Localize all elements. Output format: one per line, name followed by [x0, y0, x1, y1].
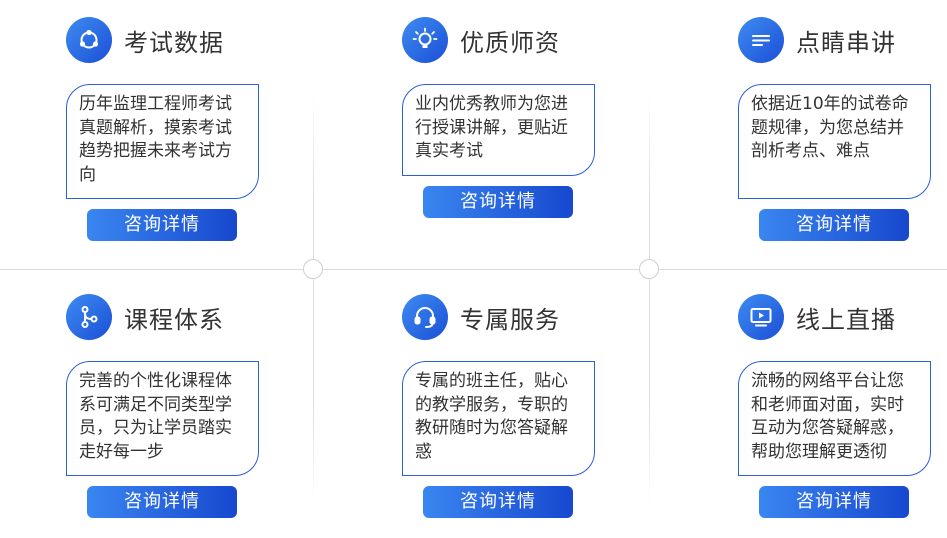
consult-details-button[interactable]: 咨询详情 [87, 486, 237, 518]
consult-details-button[interactable]: 咨询详情 [759, 486, 909, 518]
card-header: 点睛串讲 [738, 17, 896, 63]
card-description: 历年监理工程师考试真题解析，摸索考试趋势把握未来考试方向 [66, 84, 259, 199]
data-chart-icon [66, 17, 112, 63]
vertical-divider-right [649, 95, 650, 505]
card-description: 业内优秀教师为您进行授课讲解，更贴近真实考试 [402, 84, 595, 176]
card-title: 专属服务 [460, 305, 560, 334]
card-description: 完善的个性化课程体系可满足不同类型学员，只为让学员踏实走好每一步 [66, 361, 259, 476]
card-title: 点睛串讲 [796, 28, 896, 57]
card-title: 课程体系 [124, 305, 224, 334]
consult-details-button[interactable]: 咨询详情 [87, 209, 237, 241]
headset-icon [402, 294, 448, 340]
card-header: 课程体系 [66, 294, 224, 340]
card-description: 流畅的网络平台让您和老师面对面，实时互动为您答疑解惑，帮助您理解更透彻 [738, 361, 931, 476]
divider-junction-left [303, 259, 323, 279]
vertical-divider-left [313, 95, 314, 505]
consult-details-button[interactable]: 咨询详情 [423, 186, 573, 218]
consult-details-button[interactable]: 咨询详情 [759, 209, 909, 241]
card-title: 考试数据 [124, 28, 224, 57]
card-description: 专属的班主任，贴心的教学服务，专职的教研随时为您答疑解惑 [402, 361, 595, 476]
card-title: 线上直播 [796, 305, 896, 334]
branch-tree-icon [66, 294, 112, 340]
horizontal-divider [0, 269, 947, 270]
card-header: 优质师资 [402, 17, 560, 63]
card-description: 依据近10年的试卷命题规律，为您总结并剖析考点、难点 [738, 84, 931, 199]
consult-details-button[interactable]: 咨询详情 [423, 486, 573, 518]
card-title: 优质师资 [460, 28, 560, 57]
list-lines-icon [738, 17, 784, 63]
lightbulb-icon [402, 17, 448, 63]
card-header: 线上直播 [738, 294, 896, 340]
divider-junction-right [639, 259, 659, 279]
card-header: 专属服务 [402, 294, 560, 340]
play-screen-icon [738, 294, 784, 340]
card-header: 考试数据 [66, 17, 224, 63]
